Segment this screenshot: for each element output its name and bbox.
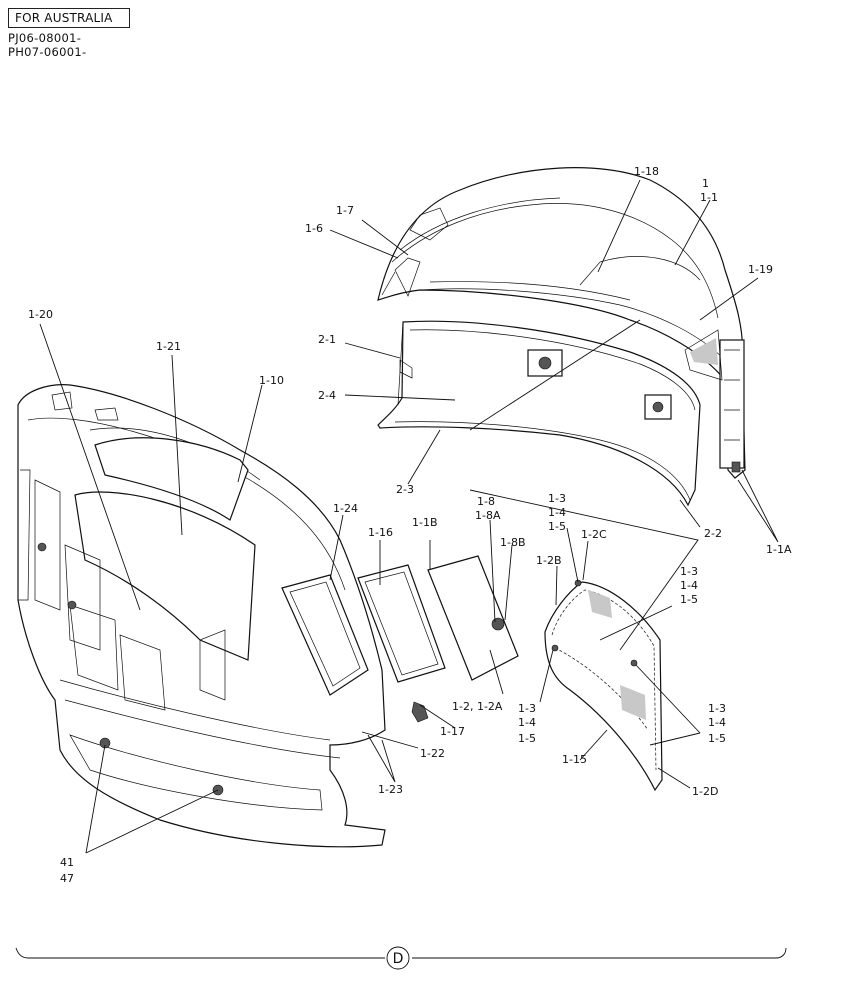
front-nose-part [17,384,386,848]
callout-1-5-d: 1-5 [708,732,726,745]
callout-1-2D: 1-2D [692,785,718,798]
callout-1-8: 1-8 [477,495,495,508]
bonnet-part [377,167,746,479]
callout-1: 1 [702,177,709,190]
serial-range-2: PH07-06001- [8,45,87,59]
callout-1-3-d: 1-3 [708,702,726,715]
callout-1-4-d: 1-4 [708,716,726,729]
callout-1-3-a: 1-3 [548,492,566,505]
callout-1-5-c: 1-5 [518,732,536,745]
callout-1-3-c: 1-3 [518,702,536,715]
hood-insulation-panel [377,320,701,507]
callout-1-3-b: 1-3 [680,565,698,578]
lens-and-gasket-parts [357,555,519,723]
leader-lines [39,179,779,854]
callout-1-1: 1-1 [700,191,718,204]
callout-1-17: 1-17 [440,725,465,738]
callout-41: 41 [60,856,74,869]
callout-1-2B: 1-2B [536,554,562,567]
side-panel-part [544,579,663,792]
callout-2-3: 2-3 [396,483,414,496]
callout-1-19: 1-19 [748,263,773,276]
callout-1-15: 1-15 [562,753,587,766]
section-mark: D [393,951,404,967]
callout-1-2-1-2A: 1-2, 1-2A [452,700,503,713]
callout-1-2C: 1-2C [581,528,607,541]
callout-1-6: 1-6 [305,222,323,235]
callout-1-24: 1-24 [333,502,358,515]
callout-1-16: 1-16 [368,526,393,539]
callout-1-22: 1-22 [420,747,445,760]
callout-1-23: 1-23 [378,783,403,796]
callout-1-1A: 1-1A [766,543,792,556]
market-label-box: FOR AUSTRALIA [8,8,130,28]
callout-47: 47 [60,872,74,885]
callout-1-4-b: 1-4 [680,579,698,592]
callout-2-2: 2-2 [704,527,722,540]
callout-1-7: 1-7 [336,204,354,217]
callout-1-18: 1-18 [634,165,659,178]
callout-1-1B: 1-1B [412,516,438,529]
footer-bracket-line [15,947,787,959]
callout-1-5-a: 1-5 [548,520,566,533]
callout-labels: 1 1-1 1-18 1-7 1-6 1-19 2-1 2-4 2-3 2-2 … [28,165,792,885]
callout-1-4-c: 1-4 [518,716,536,729]
section-mark-circle [386,946,410,970]
callout-2-1: 2-1 [318,333,336,346]
callout-2-4: 2-4 [318,389,336,402]
callout-1-8A: 1-8A [475,509,501,522]
callout-1-8B: 1-8B [500,536,526,549]
callout-1-20: 1-20 [28,308,53,321]
callout-1-21: 1-21 [156,340,181,353]
serial-range-1: PJ06-08001- [8,31,82,45]
callout-1-5-b: 1-5 [680,593,698,606]
callout-1-10: 1-10 [259,374,284,387]
callout-1-4-a: 1-4 [548,506,566,519]
